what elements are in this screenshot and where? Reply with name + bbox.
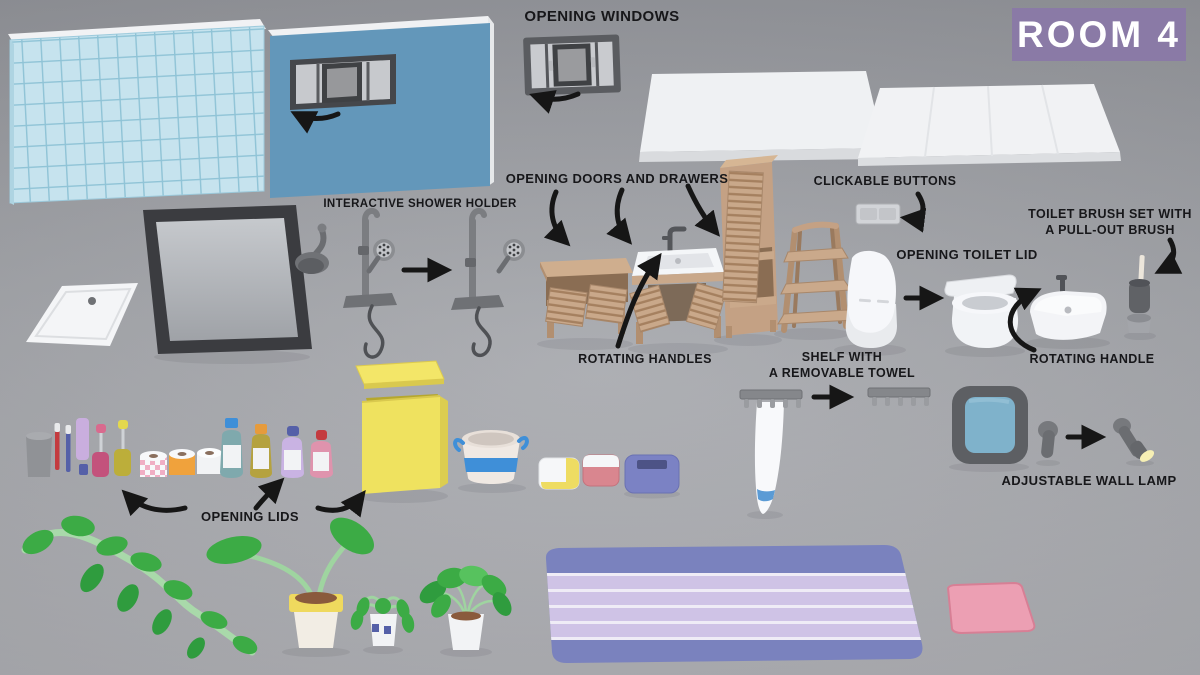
window-wall-panel xyxy=(268,16,494,198)
label-interactive-shower-holder: INTERACTIVE SHOWER HOLDER xyxy=(323,198,517,210)
bottle-olive xyxy=(250,424,272,478)
label-opening-windows: OPENING WINDOWS xyxy=(524,8,680,25)
bottle-lavender xyxy=(281,426,304,478)
arrow-toilet-brush xyxy=(1154,237,1183,274)
room-badge: ROOM 4 xyxy=(1012,8,1186,61)
bidet xyxy=(1026,275,1110,349)
ladder-shelf xyxy=(774,221,855,340)
arrow-clickable-buttons xyxy=(899,191,927,233)
tall-cabinet xyxy=(714,155,782,346)
label-rotating-handles: ROTATING HANDLES xyxy=(578,352,712,366)
label-toilet-brush-line1: TOILET BRUSH SET WITH xyxy=(1028,207,1192,221)
folded-towel-pink xyxy=(582,454,620,487)
potted-plant-drooping xyxy=(350,595,415,654)
arrow-rotating-handle xyxy=(1007,287,1042,353)
bucket xyxy=(453,430,529,493)
shower-holder-set xyxy=(343,207,397,359)
vanity-with-sink xyxy=(628,226,728,355)
floor-panel-tiled xyxy=(858,84,1121,166)
arrow-lids-right xyxy=(315,490,366,518)
laundry-basket xyxy=(355,360,448,503)
shower-tray xyxy=(26,283,138,346)
arrow-doors-2 xyxy=(606,187,633,245)
label-opening-toilet-lid: OPENING TOILET LID xyxy=(896,247,1038,262)
arrow-rotating-handles xyxy=(615,252,662,349)
toilet-paper-rolls xyxy=(140,448,222,477)
sliding-window xyxy=(523,34,621,96)
toilet-closed xyxy=(834,250,906,356)
toiletries-set xyxy=(26,418,131,477)
label-opening-lids: OPENING LIDS xyxy=(201,509,299,524)
tiled-wall-panel xyxy=(8,19,266,205)
framed-mirror xyxy=(949,386,1029,472)
potted-plant-bushy xyxy=(419,565,512,657)
floor-panel-plain xyxy=(639,71,885,162)
annotation-arrows xyxy=(121,90,1183,518)
bath-mat-small xyxy=(947,582,1036,634)
bottle-pink xyxy=(310,430,333,478)
potted-plant-yellow xyxy=(206,517,374,657)
rain-shower-head xyxy=(295,223,329,274)
label-adjustable-wall-lamp: ADJUSTABLE WALL LAMP xyxy=(1001,473,1177,488)
arrow-lids-mid xyxy=(253,477,285,511)
wall-lamp-folded xyxy=(1036,421,1060,466)
label-opening-doors-drawers: OPENING DOORS AND DRAWERS xyxy=(505,171,729,186)
wall-lamp-extended xyxy=(1113,418,1155,466)
label-toilet-brush-line2: A PULL-OUT BRUSH xyxy=(1045,223,1175,237)
arrow-doors-3 xyxy=(685,183,721,237)
towel-shelf-with-towel xyxy=(739,389,803,519)
arrow-wall-window xyxy=(290,111,341,134)
towel-shelf-empty xyxy=(867,387,931,406)
arrow-lids-left xyxy=(121,489,188,517)
bottle-teal xyxy=(220,418,243,478)
toilet-open xyxy=(944,274,1025,357)
label-shelf-line1: SHELF WITH xyxy=(801,350,883,364)
folded-towel-yellow xyxy=(538,457,580,490)
label-clickable-buttons: CLICKABLE BUTTONS xyxy=(813,174,957,188)
flush-button-plate xyxy=(855,203,901,225)
label-rotating-handle: ROTATING HANDLE xyxy=(1029,352,1155,366)
bath-mat-large xyxy=(545,545,923,663)
label-shelf-line2: A REMOVABLE TOWEL xyxy=(768,366,916,380)
toilet-brush-set xyxy=(1124,255,1156,340)
arrow-solo-window xyxy=(529,90,581,114)
arrow-doors-1 xyxy=(543,189,571,247)
wall-window-cutout xyxy=(290,54,396,110)
bathroom-scale xyxy=(624,454,680,499)
vanity-with-drawers xyxy=(537,258,633,350)
dropper-bottle-yellow xyxy=(114,420,131,476)
shower-holder-set-alt xyxy=(451,207,525,358)
vine-plant xyxy=(21,515,258,659)
wall-mirror xyxy=(143,205,312,364)
dropper-bottle-pink xyxy=(92,424,109,477)
